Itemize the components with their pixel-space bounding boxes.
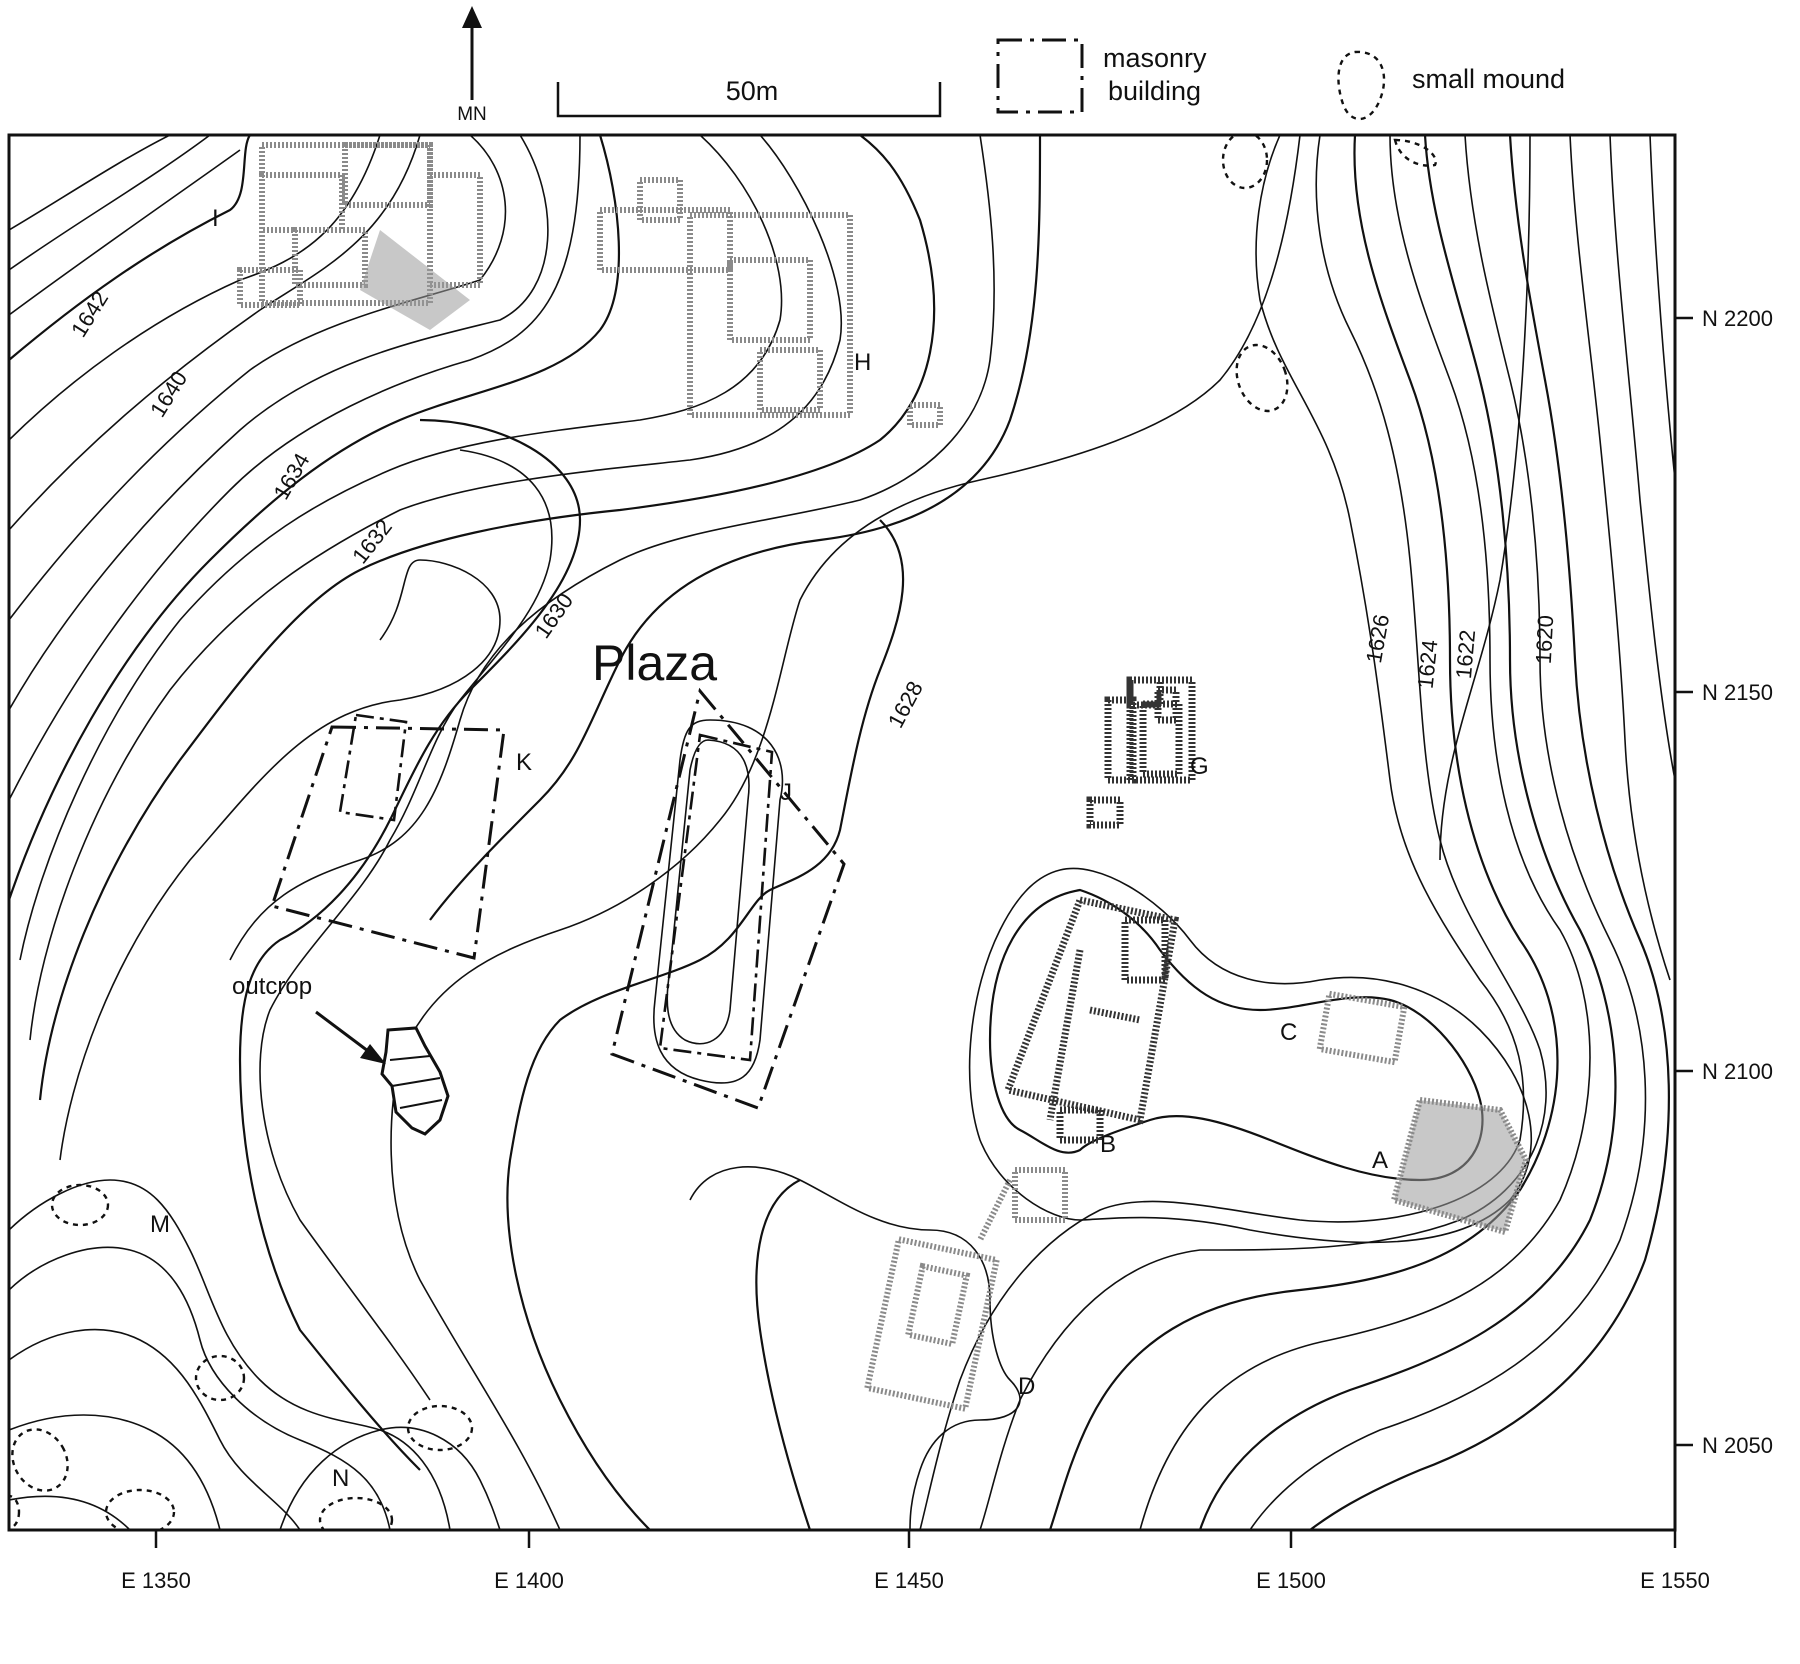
site-label-A: A <box>1372 1147 1388 1174</box>
contour-label-1628: 1628 <box>883 677 928 732</box>
ruin-A <box>1390 1096 1530 1236</box>
ruin-C <box>1316 990 1408 1066</box>
masonry-building-J-inner <box>658 733 774 1062</box>
site-label-J: J <box>780 779 792 806</box>
contours-plaza <box>238 135 1531 1530</box>
easting-tick-label: E 1450 <box>874 1568 944 1593</box>
small-mound <box>194 1354 246 1402</box>
mound-legend-icon <box>1337 50 1386 121</box>
contour-label-1642: 1642 <box>66 287 113 342</box>
easting-tick-label: E 1550 <box>1640 1568 1710 1593</box>
masonry-buildings <box>270 687 846 1110</box>
northing-tick-label: N 2150 <box>1702 680 1773 705</box>
contours-plateau <box>689 867 1532 1530</box>
masonry-building-K-outer <box>270 725 506 960</box>
small-mound <box>1221 135 1269 190</box>
outcrop <box>380 1026 450 1136</box>
easting-axis: E 1350 E 1400 E 1450 E 1500 E 1550 <box>121 1530 1710 1593</box>
contours-northwest <box>9 135 621 901</box>
site-label-N: N <box>332 1465 349 1492</box>
masonry-building-K-inner <box>338 713 408 822</box>
scale-bar: 50m <box>556 76 942 118</box>
map-frame <box>7 133 1677 1532</box>
north-arrow-icon <box>462 6 482 28</box>
contour-label-1640: 1640 <box>145 367 192 422</box>
easting-tick-label: E 1500 <box>1256 1568 1326 1593</box>
northing-axis: N 2200 N 2150 N 2100 N 2050 <box>1675 306 1773 1458</box>
site-label-M: M <box>150 1211 170 1238</box>
site-labels: A B C D G H I J K M N <box>150 205 1388 1492</box>
site-label-K: K <box>516 749 532 776</box>
small-mound <box>406 1404 474 1452</box>
small-mound <box>318 1496 394 1530</box>
contours-southwest <box>9 1179 501 1530</box>
contour-label-1624: 1624 <box>1413 639 1443 690</box>
northing-tick-label: N 2100 <box>1702 1059 1773 1084</box>
masonry-building-J-ring <box>653 719 784 1084</box>
site-label-D: D <box>1018 1373 1035 1400</box>
small-mounds <box>9 135 1437 1530</box>
small-mound <box>104 1488 176 1530</box>
contours-east <box>919 135 1675 1530</box>
ruin-G <box>1086 676 1196 829</box>
small-mound <box>1393 138 1437 167</box>
easting-tick-label: E 1400 <box>494 1568 564 1593</box>
site-label-G: G <box>1190 753 1209 780</box>
ruins <box>237 142 1530 1413</box>
north-arrow-label: MN <box>457 104 487 125</box>
plaza-label: Plaza <box>592 635 717 691</box>
contour-labels: 1642 1640 1634 1632 1630 1628 1626 1624 … <box>66 287 1558 732</box>
ruin-B <box>1003 895 1180 1144</box>
ruin-D <box>863 1167 1068 1413</box>
contour-label-1620: 1620 <box>1531 615 1559 665</box>
outcrop-arrow <box>315 1010 373 1056</box>
scale-bar-label: 50m <box>726 76 779 106</box>
northing-tick-label: N 2050 <box>1702 1433 1773 1458</box>
contour-label-1632: 1632 <box>347 514 397 568</box>
easting-tick-label: E 1350 <box>121 1568 191 1593</box>
small-mound <box>11 1428 69 1492</box>
small-mound <box>50 1183 110 1227</box>
contour-label-1634: 1634 <box>268 449 314 504</box>
site-label-B: B <box>1100 1131 1116 1158</box>
site-label-I: I <box>212 205 219 232</box>
legend: masonry building small mound <box>996 38 1565 121</box>
masonry-building-J-mound <box>666 739 750 1045</box>
ruin-I <box>237 142 483 330</box>
masonry-legend-icon <box>996 38 1084 114</box>
outcrop-label: outcrop <box>232 973 312 1000</box>
contour-label-1626: 1626 <box>1361 612 1394 665</box>
outcrop-arrow-head-icon <box>360 1044 386 1064</box>
site-label-H: H <box>854 349 871 376</box>
contour-label-1622: 1622 <box>1451 629 1480 680</box>
northing-tick-label: N 2200 <box>1702 306 1773 331</box>
masonry-building-J-outer <box>610 687 846 1110</box>
small-mound <box>9 1494 21 1530</box>
legend-mound-label: small mound <box>1412 64 1565 94</box>
north-arrow: MN <box>457 6 487 125</box>
ruin-H <box>597 177 943 428</box>
site-label-C: C <box>1280 1019 1297 1046</box>
small-mound <box>1235 343 1289 413</box>
legend-masonry-line2: building <box>1108 76 1201 106</box>
legend-masonry-line1: masonry <box>1103 43 1207 73</box>
